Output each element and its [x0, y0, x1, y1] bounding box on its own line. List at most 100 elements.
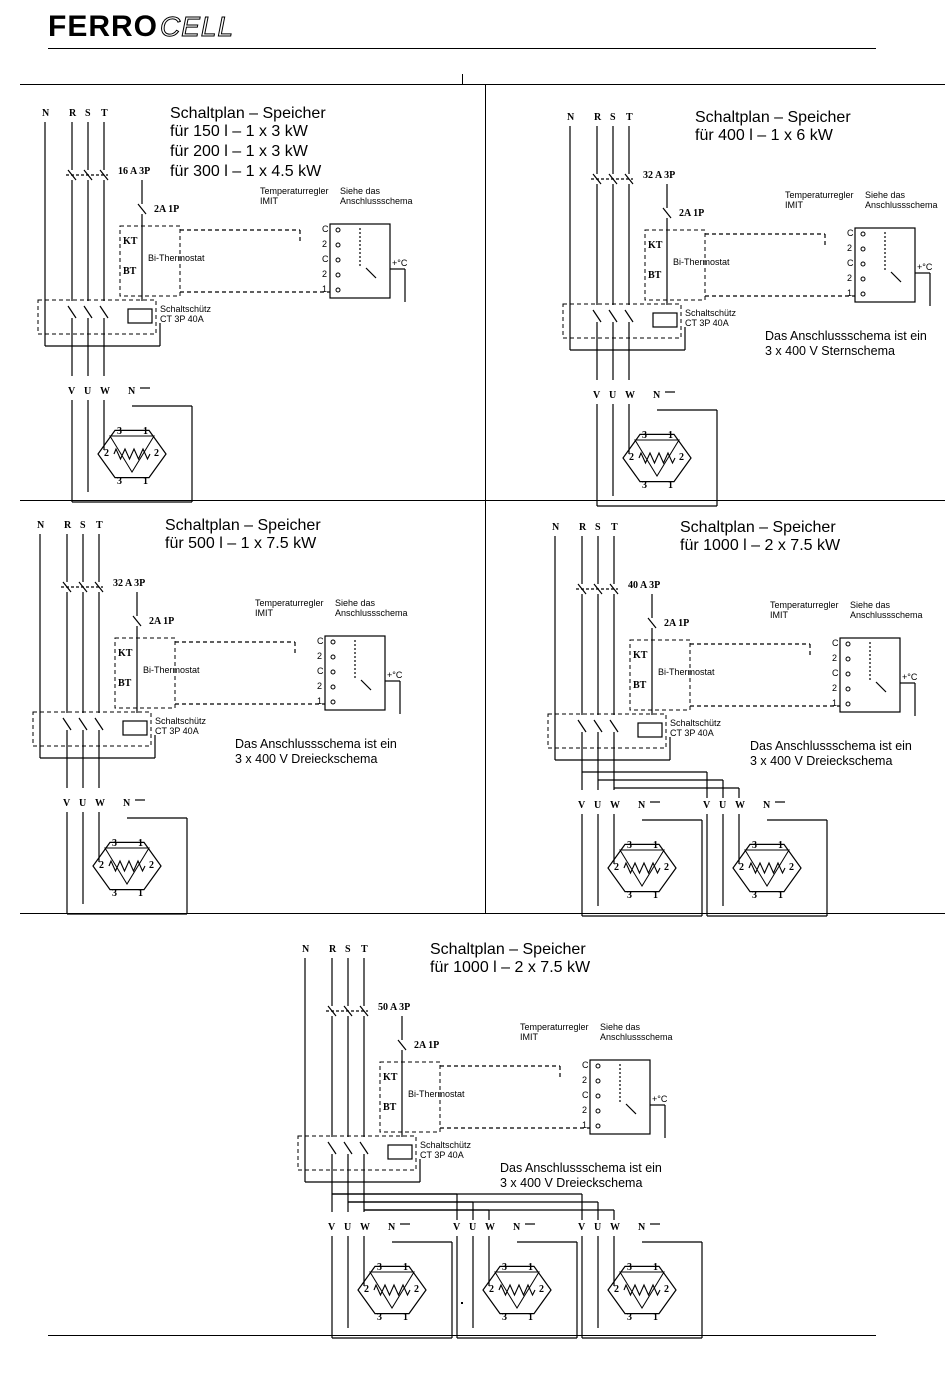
- regulator-terminal-label: 2: [322, 239, 327, 249]
- terminal-label: 1: [653, 1262, 658, 1273]
- terminal-label: 1: [528, 1312, 533, 1323]
- schema-note: Das Anschlussschema ist ein: [500, 1161, 662, 1175]
- terminal-label: 2: [629, 452, 634, 463]
- contactor-coil: [122, 720, 148, 736]
- terminal-label: 3: [117, 426, 122, 437]
- terminal-dot: [860, 231, 866, 237]
- contactor-contact: [327, 1141, 337, 1155]
- bt-label: BT: [123, 266, 137, 277]
- output-label-V: V: [578, 800, 586, 811]
- terminal-label: 2: [364, 1284, 369, 1295]
- phase-label-N: N: [567, 112, 575, 123]
- regulator-label: Temperaturregler: [255, 598, 324, 608]
- frame-mid-2: [20, 913, 945, 914]
- bithermostat-box: [114, 637, 176, 709]
- schema-note: Das Anschlussschema ist ein: [765, 329, 927, 343]
- terminal-label: 2: [539, 1284, 544, 1295]
- terminal-label: 3: [112, 838, 117, 849]
- terminal-dot: [860, 291, 866, 297]
- terminal-dot: [335, 257, 341, 263]
- output-label-V: V: [68, 386, 76, 397]
- neutral-earth-label: N: [513, 1222, 521, 1233]
- resistor-symbol: [498, 1283, 536, 1297]
- phase-label-R: R: [329, 944, 337, 955]
- phase-label-T: T: [626, 112, 633, 123]
- schema-note: 3 x 400 V Dreieckschema: [500, 1176, 642, 1190]
- heater-element-hexagon: [92, 841, 162, 891]
- regulator-label: IMIT: [520, 1032, 538, 1042]
- diagram-subtitle: für 400 l – 1 x 6 kW: [695, 127, 834, 144]
- contactor-label: Schaltschütz: [155, 716, 207, 726]
- terminal-label: 1: [778, 890, 783, 901]
- terminal-dot: [335, 227, 341, 233]
- contactor-label: Schaltschütz: [685, 308, 737, 318]
- logo-cell: CELL: [159, 11, 235, 43]
- output-label-W: W: [100, 386, 110, 397]
- phase-label-R: R: [64, 520, 72, 531]
- terminal-label: 3: [642, 430, 647, 441]
- temp-label: +°C: [917, 262, 933, 272]
- terminal-label: 3: [752, 840, 757, 851]
- terminal-label: 3: [502, 1262, 507, 1273]
- control-fuse: [647, 617, 657, 629]
- heater-triangle: [619, 849, 665, 887]
- contactor-contact: [609, 719, 619, 733]
- control-fuse: [397, 1039, 407, 1051]
- regulator-terminal-label: 1: [832, 698, 837, 708]
- output-label-W: W: [610, 800, 620, 811]
- terminal-dot: [860, 261, 866, 267]
- contactor-box: [37, 299, 157, 335]
- see-schema-label: Siehe das: [850, 600, 891, 610]
- terminal-label: 1: [138, 838, 143, 849]
- phase-label-N: N: [302, 944, 310, 955]
- schema-note: Das Anschlussschema ist ein: [235, 737, 397, 751]
- regulator-terminal-label: 1: [582, 1120, 587, 1130]
- terminal-label: 1: [653, 840, 658, 851]
- contactor-coil: [387, 1144, 413, 1160]
- regulator-terminal-label: C: [832, 638, 839, 648]
- terminal-label: 2: [664, 1284, 669, 1295]
- phase-label-S: S: [345, 944, 351, 955]
- heater-triangle: [109, 435, 155, 473]
- bithermostat-label: Bi-Thermostat: [673, 257, 730, 267]
- heater-triangle: [104, 847, 150, 885]
- terminal-dot: [335, 272, 341, 278]
- heater-triangle: [369, 1271, 415, 1309]
- page-dot: [461, 1302, 463, 1304]
- regulator-terminal-label: 2: [832, 653, 837, 663]
- see-schema-label: Anschlussschema: [850, 610, 923, 620]
- see-schema-label: Siehe das: [335, 598, 376, 608]
- bt-label: BT: [118, 678, 132, 689]
- terminal-dot: [330, 654, 336, 660]
- temperature-regulator-box: [329, 223, 391, 299]
- neutral-earth-label: N: [123, 798, 131, 809]
- heater-element-hexagon: [607, 1265, 677, 1315]
- terminal-label: 1: [653, 890, 658, 901]
- output-label-W: W: [610, 1222, 620, 1233]
- main-fuse-label: 16 A 3P: [118, 166, 150, 177]
- diagram-title: Schaltplan – Speicher: [680, 519, 836, 536]
- heater-triangle: [744, 849, 790, 887]
- contactor-coil: [652, 312, 678, 328]
- contactor-box: [562, 303, 682, 339]
- contactor-contact: [94, 717, 104, 731]
- regulator-terminal-label: C: [322, 254, 329, 264]
- terminal-dot: [845, 671, 851, 677]
- neutral-earth-label: N: [638, 1222, 646, 1233]
- terminal-label: 1: [668, 480, 673, 491]
- temp-label: +°C: [387, 670, 403, 680]
- main-fuse-label: 32 A 3P: [113, 578, 145, 589]
- frame-top: [20, 84, 945, 85]
- see-schema-label: Anschlussschema: [600, 1032, 673, 1042]
- see-schema-label: Anschlussschema: [340, 196, 413, 206]
- regulator-terminal-label: 2: [847, 243, 852, 253]
- terminal-dot: [595, 1093, 601, 1099]
- bt-label: BT: [648, 270, 662, 281]
- output-label-V: V: [63, 798, 71, 809]
- regulator-terminal-label: 2: [322, 269, 327, 279]
- regulator-label: IMIT: [255, 608, 273, 618]
